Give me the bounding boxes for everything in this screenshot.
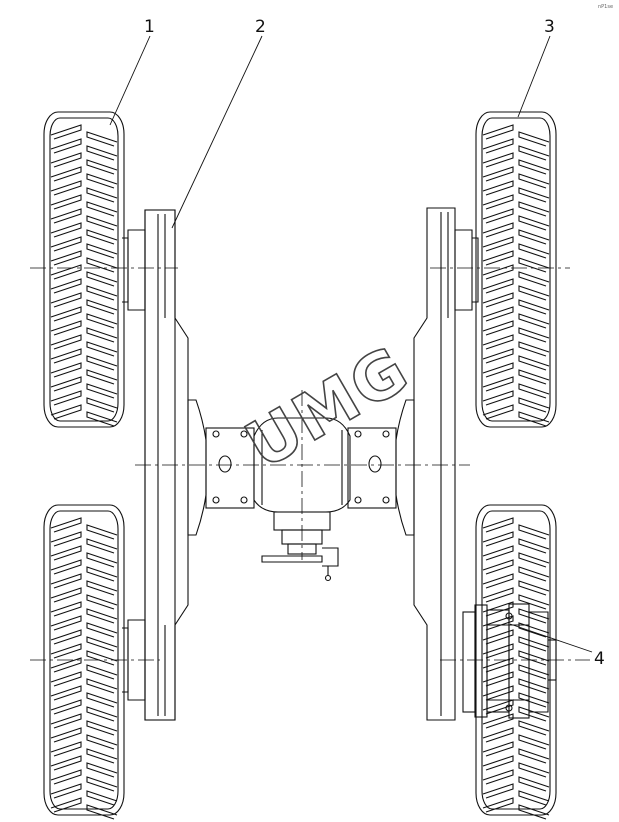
right-rear-tyre bbox=[475, 504, 557, 820]
left-front-hub bbox=[127, 229, 146, 311]
callout-1: 1 bbox=[144, 17, 155, 37]
right-bogie-beam bbox=[413, 207, 456, 721]
callout-4: 4 bbox=[594, 649, 605, 669]
right-front-tyre bbox=[475, 111, 557, 428]
callout-2: 2 bbox=[255, 17, 266, 37]
right-rear-brake-hub bbox=[462, 603, 557, 719]
callout-3: 3 bbox=[544, 17, 555, 37]
left-front-tyre bbox=[43, 111, 125, 428]
right-front-hub bbox=[454, 229, 473, 311]
left-rear-tyre bbox=[43, 504, 125, 820]
watermark: UMG bbox=[234, 333, 422, 484]
corner-mark: nP1se bbox=[598, 4, 613, 10]
